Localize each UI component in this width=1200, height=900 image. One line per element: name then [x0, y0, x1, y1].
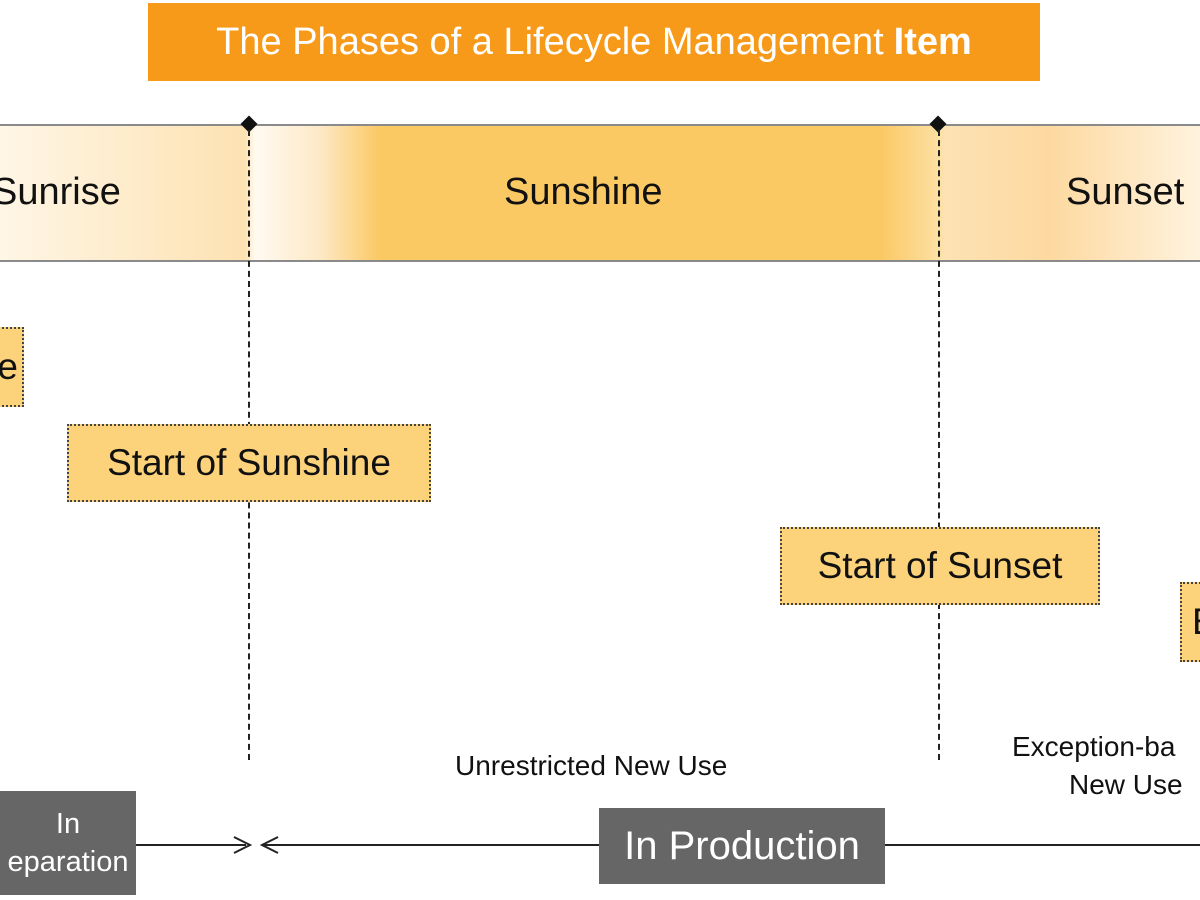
usage-label-exception-line2: New Use	[1069, 769, 1183, 800]
milestone-label: e	[0, 346, 18, 388]
production-arrow-line-left	[262, 844, 602, 846]
phase-boundary-line	[938, 130, 940, 760]
milestone-start-of-sunset: Start of Sunset	[780, 527, 1100, 605]
state-label: In Production	[624, 823, 860, 868]
phase-band	[0, 124, 1200, 262]
phase-label-sunset: Sunset	[1066, 171, 1185, 213]
preparation-arrow-line	[136, 844, 246, 846]
milestone-label: Start of Sunshine	[107, 442, 391, 483]
title-emphasis: Item	[893, 20, 972, 63]
milestone-label: Start of Sunset	[817, 545, 1063, 586]
arrow-right-icon	[233, 836, 253, 854]
state-label-line1: In	[55, 808, 81, 840]
diagram-title: The Phases of a Lifecycle Management Ite…	[148, 3, 1040, 81]
phase-label-sunshine: Sunshine	[504, 171, 663, 213]
state-label-line2: eparation	[7, 846, 129, 878]
state-box-in-preparation: In eparation	[0, 791, 136, 895]
production-arrow-line-right	[884, 844, 1200, 846]
title-text: The Phases of a Lifecycle Management	[216, 20, 884, 63]
milestone-start-of-sunshine: Start of Sunshine	[67, 424, 431, 502]
usage-label-unrestricted: Unrestricted New Use	[455, 750, 728, 781]
milestone-end-of-sunset: E	[1180, 582, 1200, 662]
milestone-label: E	[1192, 601, 1200, 643]
state-box-in-production: In Production	[599, 808, 885, 884]
milestone-start-of-sunrise: e	[0, 327, 24, 407]
usage-label-exception-line1: Exception-ba	[1012, 731, 1176, 762]
phase-label-sunrise: Sunrise	[0, 171, 121, 213]
